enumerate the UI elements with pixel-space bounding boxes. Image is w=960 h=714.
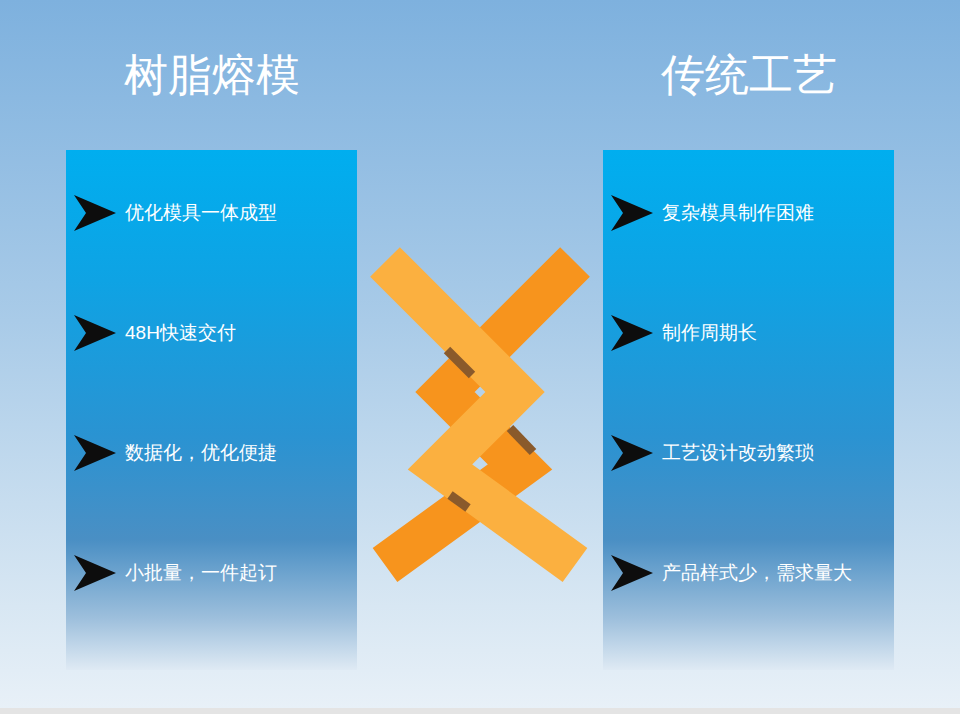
arrow-bullet [74,435,116,471]
panel-background [603,150,894,670]
arrow-bullet [74,315,116,351]
bottom-strip [0,708,960,714]
arrow-bullet [74,195,116,231]
arrow-bullet [74,555,116,591]
panel-background [66,150,357,670]
bullet-text: 制作周期长 [662,320,888,346]
bullet-text: 数据化，优化便捷 [125,440,351,466]
bullet-text: 复杂模具制作困难 [662,200,888,226]
fold-shadow [450,495,468,508]
bullet-text: 小批量，一件起订 [125,560,351,586]
orange-band [385,262,575,565]
bullet-text: 工艺设计改动繁琐 [662,440,888,466]
light-band [385,262,575,565]
comparison-panel: 传统工艺复杂模具制作困难制作周期长工艺设计改动繁琐产品样式少，需求量大 [603,40,894,670]
arrow-bullet [611,195,653,231]
arrow-bullet [611,435,653,471]
bullet-text: 48H快速交付 [125,320,351,346]
panel-title: 树脂熔模 [66,40,357,110]
arrow-bullet [611,555,653,591]
panel-title: 传统工艺 [603,40,894,110]
fold-shadow [447,350,472,375]
arrow-bullet [611,315,653,351]
bullet-text: 产品样式少，需求量大 [662,560,888,586]
bullet-text: 优化模具一体成型 [125,200,351,226]
fold-shadow [510,428,533,452]
comparison-panel: 树脂熔模优化模具一体成型 48H快速交付数据化，优化便捷小批量，一件起订 [66,40,357,670]
